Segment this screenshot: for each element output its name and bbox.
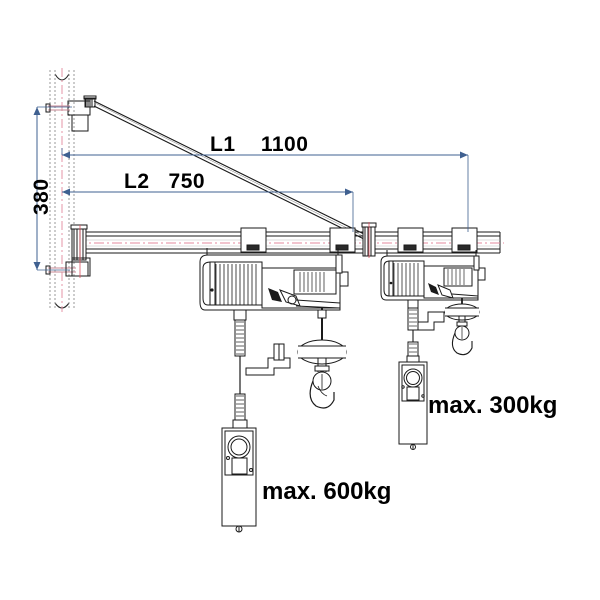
dimension-label-380: 380 [30, 178, 53, 215]
diagonal-tie-rod [93, 100, 369, 242]
beam-joint-anchor [361, 222, 377, 258]
wall-column [49, 68, 75, 312]
electric-hoist-300kg [380, 250, 486, 301]
clamp-2 [329, 227, 356, 253]
clamp-1 [240, 227, 267, 253]
dimension-label-l2: L2 750 [124, 170, 206, 193]
dimension-l2 [62, 188, 354, 232]
electric-hoist-600kg [199, 248, 349, 311]
lower-wall-bracket [45, 224, 91, 278]
clamp-3 [397, 227, 424, 253]
horizontal-rail-beam [76, 231, 504, 254]
pendant-control-main [221, 309, 291, 533]
capacity-label-main: max. 600kg [262, 478, 392, 505]
dimension-label-l1: L1 1100 [210, 133, 309, 156]
trolley-clamp-blocks [240, 227, 478, 253]
lifting-hook-main [297, 308, 347, 409]
capacity-label-aux: max. 300kg [428, 392, 558, 419]
clamp-4 [451, 227, 478, 253]
upper-wall-bracket [45, 95, 97, 132]
lifting-hook-aux [444, 298, 480, 356]
dimension-380 [33, 106, 72, 271]
pendant-control-aux [398, 299, 445, 450]
dimension-l1 [61, 148, 469, 232]
